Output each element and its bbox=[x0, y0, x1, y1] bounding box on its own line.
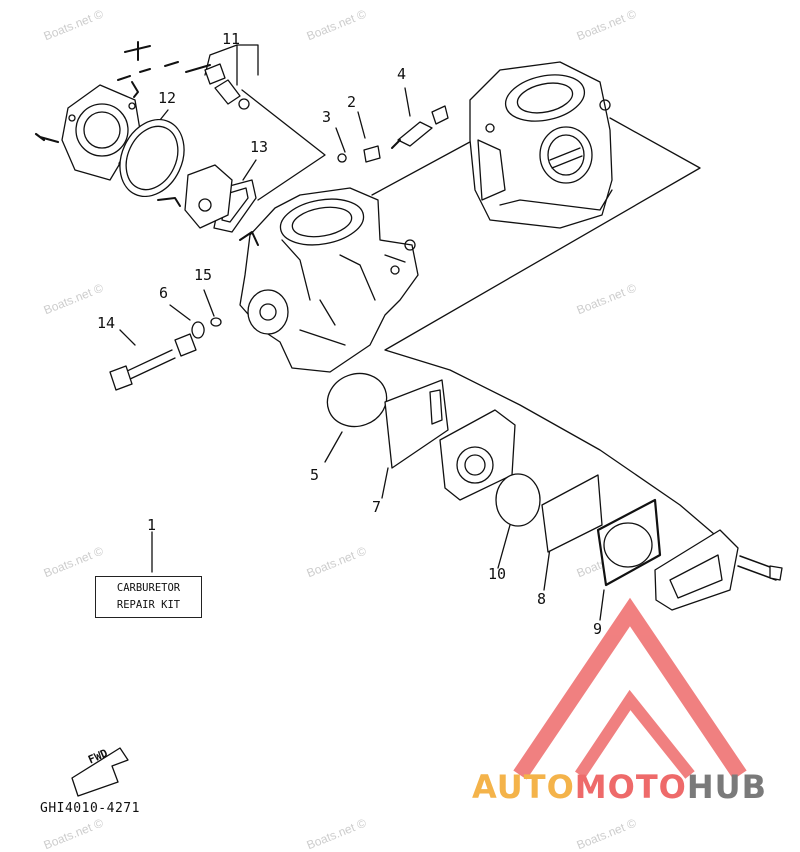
screw-14 bbox=[124, 349, 176, 381]
fwd-arrow bbox=[71, 747, 129, 797]
leader-5 bbox=[324, 431, 343, 463]
throttle-disc bbox=[247, 289, 289, 335]
callout-2: 2 bbox=[347, 93, 357, 111]
needle-4 bbox=[397, 121, 433, 147]
repair-kit-label: CARBURETOR REPAIR KIT bbox=[95, 576, 202, 618]
leader-13 bbox=[242, 159, 257, 181]
callout-4: 4 bbox=[397, 65, 407, 83]
callout-5: 5 bbox=[310, 466, 320, 484]
jet-11 bbox=[204, 63, 226, 85]
washer-6 bbox=[191, 321, 205, 339]
jet-11b bbox=[214, 79, 241, 105]
callout-10: 10 bbox=[488, 565, 507, 583]
pump-cover bbox=[184, 164, 233, 229]
leader-8 bbox=[543, 547, 551, 591]
leader-6 bbox=[169, 304, 191, 321]
brand-part-moto: MOTO bbox=[574, 768, 687, 806]
leader-3 bbox=[335, 127, 346, 153]
callout-1: 1 bbox=[147, 516, 157, 534]
callout-11: 11 bbox=[222, 30, 241, 48]
gasket-8 bbox=[541, 474, 603, 553]
leader-2 bbox=[357, 111, 366, 139]
callout-6: 6 bbox=[159, 284, 169, 302]
callout-13: 13 bbox=[250, 138, 269, 156]
callout-15: 15 bbox=[194, 266, 213, 284]
end-cover bbox=[654, 529, 739, 611]
small-screws bbox=[117, 41, 211, 81]
brand-logo-mark bbox=[513, 597, 747, 780]
gasket-7 bbox=[384, 379, 449, 469]
brand-part-auto: AUTO bbox=[472, 768, 575, 806]
leader-4 bbox=[404, 87, 411, 117]
brand-wordmark: AUTOMOTOHUB bbox=[472, 768, 767, 806]
diagram-code: GHI4010-4271 bbox=[40, 801, 140, 816]
leader-10 bbox=[497, 524, 511, 569]
diaphragm-5 bbox=[326, 372, 388, 428]
leader-7 bbox=[381, 467, 389, 499]
leader-12 bbox=[159, 109, 169, 121]
washer-2 bbox=[363, 145, 381, 163]
leader-14 bbox=[119, 329, 136, 346]
plug-6 bbox=[174, 333, 197, 357]
oring-15 bbox=[210, 317, 222, 327]
callout-8: 8 bbox=[537, 590, 547, 608]
assembly-line-top bbox=[241, 89, 326, 201]
oring-3 bbox=[337, 153, 347, 163]
kit-line2: REPAIR KIT bbox=[116, 599, 181, 611]
callout-3: 3 bbox=[322, 108, 332, 126]
carburetor-center bbox=[239, 187, 419, 373]
callout-9: 9 bbox=[593, 620, 603, 638]
callout-7: 7 bbox=[372, 498, 382, 516]
gasket-9 bbox=[596, 498, 662, 587]
leader-9 bbox=[599, 589, 605, 621]
leader-15 bbox=[203, 289, 215, 317]
callout-14: 14 bbox=[97, 314, 116, 332]
brand-part-hub: HUB bbox=[686, 768, 768, 806]
callout-12: 12 bbox=[158, 89, 177, 107]
diaphragm-10 bbox=[495, 473, 541, 527]
kit-line1: CARBURETOR bbox=[116, 582, 181, 594]
